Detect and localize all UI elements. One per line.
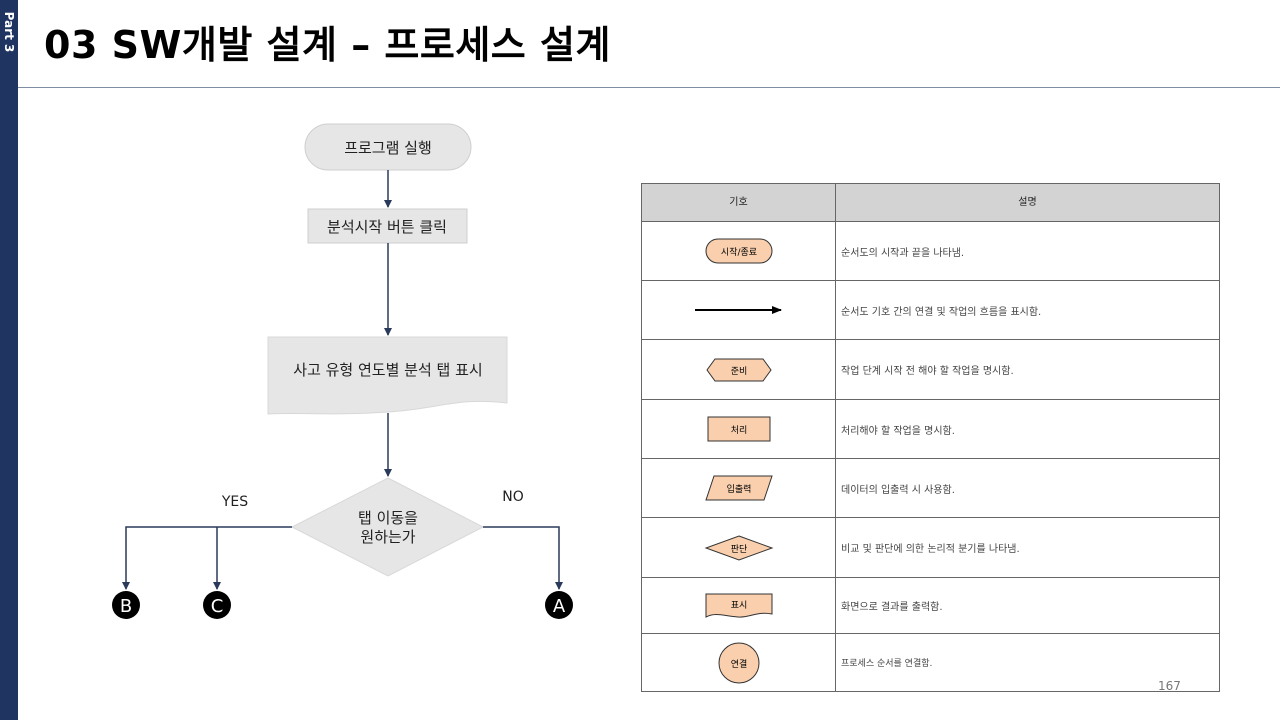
display-document-label: 사고 유형 연도별 분석 탭 표시 (293, 361, 482, 379)
yes-label: YES (221, 494, 248, 510)
legend-row-arrow: 순서도 기호 간의 연결 및 작업의 흐름을 표시함. (642, 281, 1219, 340)
preparation-hexagon-icon: 준비 (705, 358, 772, 381)
decision-label-line1: 탭 이동을 (358, 509, 418, 527)
no-branch-line (483, 526, 563, 590)
flow-arrow-icon (694, 306, 782, 314)
input-output-parallelogram-icon: 입출력 (704, 475, 773, 501)
legend-description: 처리해야 할 작업을 명시함. (841, 425, 955, 437)
legend-description: 작업 단계 시작 전 해야 할 작업을 명시함. (841, 366, 1014, 377)
input-output-symbol-label: 입출력 (726, 483, 751, 495)
process-box (307, 208, 468, 244)
legend-header-description: 설명 (1018, 197, 1037, 208)
page-title: 03 SW개발 설계 – 프로세스 설계 (44, 23, 611, 67)
legend-header-symbol: 기호 (729, 197, 748, 208)
legend-header: 기호 설명 (642, 184, 1219, 222)
yes-branch-line (122, 526, 292, 590)
preparation-symbol-label: 준비 (730, 366, 747, 377)
legend-row-input-output: 입출력 데이터의 입출력 시 사용함. (642, 459, 1219, 518)
display-document-shape (267, 336, 508, 415)
connector-a-label: A (553, 596, 566, 617)
legend-description: 프로세스 순서를 연결함. (841, 659, 933, 669)
legend-symbol-cell: 연결 (642, 634, 835, 691)
legend-description: 화면으로 결과를 출력함. (841, 602, 943, 613)
decision-diamond (290, 477, 485, 577)
connector-symbol-label: 연결 (730, 659, 747, 670)
connector-b-label: B (120, 596, 132, 617)
legend-column-divider (835, 184, 836, 691)
connector-circle-icon: 연결 (718, 642, 759, 683)
process-symbol-label: 처리 (730, 424, 747, 436)
terminator-symbol-icon: 시작/종료 (705, 238, 772, 264)
display-document-icon: 표시 (705, 593, 772, 618)
legend-description: 비교 및 판단에 의한 논리적 분기를 나타냄. (841, 544, 1020, 555)
legend-symbol-cell (642, 281, 835, 339)
legend-row-terminator: 시작/종료 순서도의 시작과 끝을 나타냄. (642, 222, 1219, 281)
legend-description: 순서도의 시작과 끝을 나타냄. (841, 247, 965, 259)
legend-symbol-cell: 처리 (642, 400, 835, 458)
legend-description: 순서도 기호 간의 연결 및 작업의 흐름을 표시함. (841, 306, 1042, 318)
legend-row-decision: 판단 비교 및 판단에 의한 논리적 분기를 나타냄. (642, 518, 1219, 578)
legend-symbol-cell: 준비 (642, 340, 835, 399)
legend-row-preparation: 준비 작업 단계 시작 전 해야 할 작업을 명시함. (642, 340, 1219, 400)
legend-symbol-cell: 표시 (642, 578, 835, 633)
legend-description: 데이터의 입출력 시 사용함. (841, 484, 955, 496)
decision-label-line2: 원하는가 (360, 528, 415, 546)
legend-symbol-cell: 입출력 (642, 459, 835, 517)
page-number: 167 (1158, 679, 1181, 693)
decision-symbol-label: 판단 (730, 544, 747, 555)
connector-c-label: C (211, 596, 224, 617)
terminator-symbol-label: 시작/종료 (720, 247, 756, 258)
legend-row-display: 표시 화면으로 결과를 출력함. (642, 578, 1219, 634)
title-divider (18, 87, 1280, 88)
process-box-label: 분석시작 버튼 클릭 (327, 218, 447, 236)
connector-b (112, 591, 140, 619)
symbol-legend-table: 기호 설명 시작/종료 순서도의 시작과 끝을 나타냄. 순서도 기호 간의 연… (641, 183, 1220, 692)
connector-a (545, 591, 573, 619)
legend-row-connector: 연결 프로세스 순서를 연결함. (642, 634, 1219, 691)
no-label: NO (502, 489, 524, 505)
connector-c (203, 591, 231, 619)
display-symbol-label: 표시 (730, 600, 747, 611)
legend-symbol-cell: 판단 (642, 518, 835, 577)
legend-symbol-cell: 시작/종료 (642, 222, 835, 280)
side-bar: Part 3 (0, 0, 18, 720)
decision-diamond-icon: 판단 (704, 534, 773, 561)
legend-row-process: 처리 처리해야 할 작업을 명시함. (642, 400, 1219, 459)
start-terminator-label: 프로그램 실행 (344, 139, 432, 157)
process-rect-icon: 처리 (707, 416, 770, 442)
